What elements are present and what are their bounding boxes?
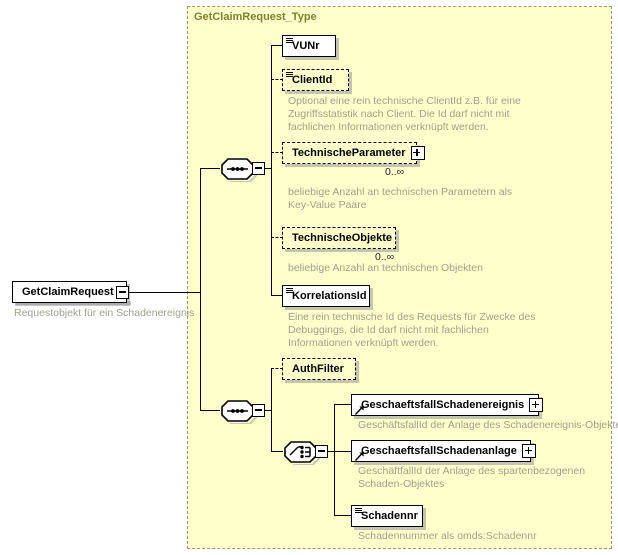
node-korrelationsid[interactable]: KorrelationsId	[282, 285, 370, 307]
node-schadennr-label: Schadennr	[361, 509, 418, 522]
ref-arrow-icon	[354, 448, 364, 461]
choice-connector[interactable]	[282, 439, 328, 465]
line-root-to-split	[129, 291, 201, 293]
line-seq-top-out	[264, 168, 272, 170]
line-to-clientid	[271, 79, 283, 80]
root-element-expander[interactable]	[116, 286, 129, 299]
line-to-authfilter	[271, 368, 283, 369]
complex-type-title: GetClaimRequest_Type	[194, 11, 317, 23]
node-schadennr[interactable]: Schadennr	[351, 505, 423, 527]
node-geschaeftsfallschadenanlage-description: GeschäftfallId der Anlage des spartenbez…	[358, 465, 586, 490]
node-authfilter-label: AuthFilter	[292, 362, 344, 375]
node-technischeobjekte-cardinality: 0..∞	[375, 251, 395, 263]
line-to-vunr	[271, 45, 283, 47]
line-to-geschaeftsfallschadenanlage	[334, 450, 352, 452]
sequence-bottom-expander[interactable]	[252, 404, 265, 417]
root-element-label: GetClaimRequest	[22, 285, 114, 298]
node-technischeobjekte-description: beliebige Anzahl an technischen Objekten	[288, 262, 483, 274]
node-vunr-label: VUNr	[292, 39, 320, 52]
line-to-geschaeftsfallschadenereignis	[334, 404, 352, 406]
node-authfilter[interactable]: AuthFilter	[282, 358, 356, 380]
node-clientid[interactable]: ClientId	[282, 69, 349, 91]
line-to-technischeparameter	[271, 152, 283, 153]
line-seq-bottom-bus	[271, 368, 273, 452]
node-vunr[interactable]: VUNr	[282, 35, 336, 57]
line-choice-bus	[334, 404, 336, 516]
node-geschaeftsfallschadenereignis-expander[interactable]	[529, 398, 544, 412]
node-technischeobjekte[interactable]: TechnischeObjekte	[282, 227, 396, 249]
node-korrelationsid-description: Eine rein technische Id des Requests für…	[288, 311, 536, 349]
node-geschaeftsfallschadenereignis[interactable]: GeschaeftsfallSchadenereignis	[351, 394, 544, 416]
node-schadennr-description: Schadennummer als omds:Schadennr	[358, 530, 537, 542]
line-to-schadennr	[334, 515, 352, 517]
sequence-connector-bottom[interactable]	[219, 398, 265, 424]
node-technischeparameter-expander[interactable]	[410, 146, 425, 160]
line-main-vertical	[200, 168, 202, 411]
node-clientid-label: ClientId	[292, 73, 333, 86]
node-geschaeftsfallschadenanlage[interactable]: GeschaeftsfallSchadenanlage	[351, 440, 536, 462]
root-element-shadow	[16, 301, 131, 305]
node-geschaeftsfallschadenereignis-description: GeschäftsfallId der Anlage des Schadener…	[358, 419, 618, 431]
sequence-connector-top[interactable]	[219, 156, 265, 182]
line-to-korrelationsid	[271, 295, 283, 297]
root-element-description: Requestobjekt für ein Schadenereignis	[14, 307, 195, 319]
ref-arrow-icon	[354, 402, 364, 415]
line-seq-bottom-out	[264, 409, 272, 411]
node-geschaeftsfallschadenanlage-expander[interactable]	[521, 444, 536, 458]
node-geschaeftsfallschadenanlage-label: GeschaeftsfallSchadenanlage	[361, 444, 517, 457]
line-seq-top-bus	[271, 46, 273, 296]
line-authfilter-vertical	[271, 368, 272, 410]
line-split-to-seq-top	[200, 168, 220, 170]
node-technischeparameter[interactable]: TechnischeParameter	[282, 142, 425, 164]
line-to-technischeobjekte	[271, 237, 283, 238]
root-element-node[interactable]: GetClaimRequest	[12, 281, 127, 303]
node-clientid-description: Optional eine rein technische ClientId z…	[288, 95, 521, 133]
line-split-to-seq-bottom	[200, 409, 220, 411]
node-technischeparameter-label: TechnischeParameter	[292, 146, 406, 159]
line-choice-out	[327, 450, 335, 452]
node-technischeobjekte-label: TechnischeObjekte	[292, 231, 393, 244]
node-korrelationsid-label: KorrelationsId	[292, 289, 367, 302]
line-to-choice	[271, 451, 283, 453]
node-technischeparameter-cardinality: 0..∞	[385, 166, 405, 178]
node-technischeparameter-description: beliebige Anzahl an technischen Paramete…	[288, 186, 513, 211]
node-geschaeftsfallschadenereignis-label: GeschaeftsfallSchadenereignis	[361, 398, 525, 411]
